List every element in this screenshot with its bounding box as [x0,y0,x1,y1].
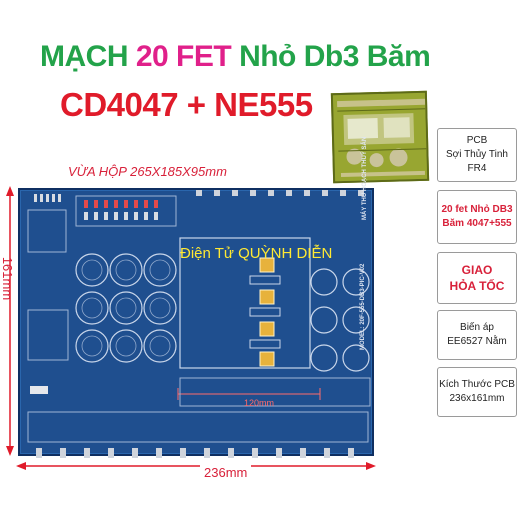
box-size-note: VỪA HỘP 265X185X95mm [68,164,227,179]
feature-box-shipping: GIAO HỎA TỐC [437,252,517,304]
thumbnail-drawing [332,92,430,184]
feature-box-transformer: Biến áp EE6527 Nằm [437,310,517,360]
feature-box-pcb: PCB Sợi Thủy Tinh FR4 [437,128,517,182]
title-part3: Nhỏ Db3 Băm [239,40,431,73]
pcb-board: MÁY THU HOẠCH THUỶ SẢN MODEL: 20F-555-DB… [18,137,374,458]
feature-size-line1: Kích Thước PCB [439,379,515,390]
feature-transformer-line2: EE6527 Nằm [447,336,507,347]
brand-text: Điện Tử QUỲNH DIỄN [180,245,333,262]
inner-dimension-label: 120mm [244,398,275,408]
feature-shipping-line1: GIAO [461,263,493,277]
feature-box-circuit: 20 fet Nhỏ DB3 Băm 4047+555 [437,190,517,244]
pcb-drawing [27,190,371,458]
product-title: MẠCH 20 FET Nhỏ Db3 Băm [40,40,490,74]
width-dimension-label: 236mm [200,465,252,480]
feature-box-size: Kích Thước PCB 236x161mm [437,367,517,417]
feature-circuit-line1: 20 fet Nhỏ DB3 [441,204,513,215]
title-part2: 20 FET [135,40,232,73]
feature-circuit-line2: Băm 4047+555 [442,218,512,229]
title-part1: MẠCH [40,40,129,73]
assembled-board-thumbnail [330,90,430,184]
feature-transformer-line1: Biến áp [460,322,494,333]
product-subtitle: CD4047 + NE555 [60,86,313,123]
feature-pcb-line2: Sợi Thủy Tinh FR4 [446,149,508,174]
height-dimension-label: 161mm [0,256,16,300]
feature-size-line2: 236x161mm [449,393,505,404]
feature-pcb-line1: PCB [466,135,488,146]
feature-shipping-line2: HỎA TỐC [449,279,505,293]
